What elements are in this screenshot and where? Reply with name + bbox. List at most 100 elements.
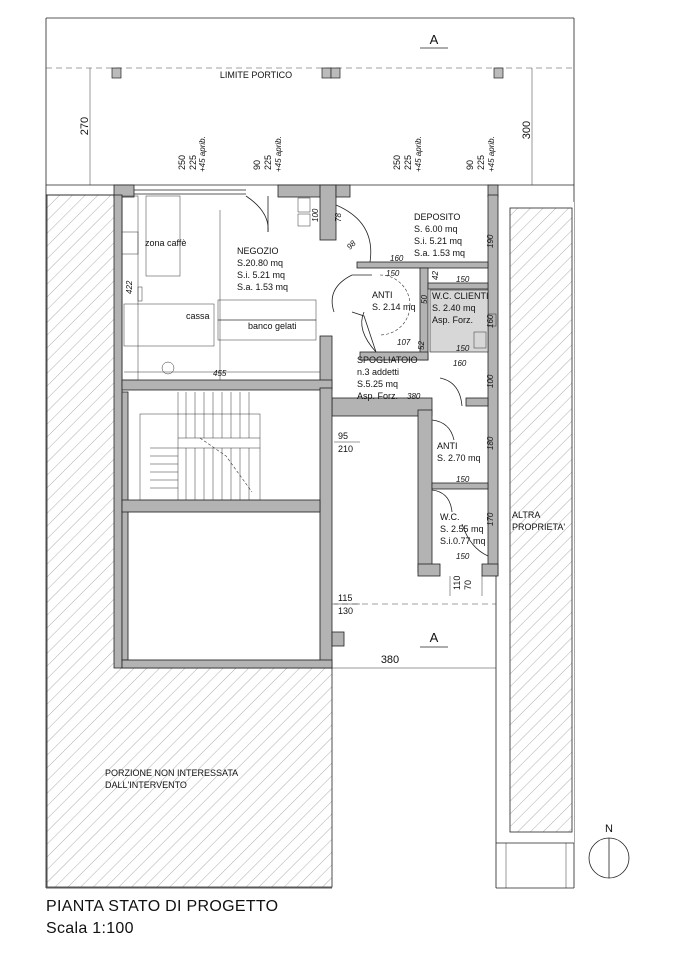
- svg-text:210: 210: [338, 444, 353, 454]
- svg-text:S.5.25 mq: S.5.25 mq: [357, 379, 398, 389]
- svg-text:ANTI: ANTI: [372, 290, 393, 300]
- svg-text:S.i. 5.21 mq: S.i. 5.21 mq: [414, 236, 462, 246]
- dimension-270: 270: [79, 68, 91, 185]
- svg-text:78: 78: [334, 213, 343, 222]
- svg-text:52: 52: [417, 341, 426, 350]
- svg-text:+45 aprib.: +45 aprib.: [198, 136, 207, 172]
- svg-text:225: 225: [403, 155, 413, 170]
- drawing-scale: Scala 1:100: [46, 920, 134, 937]
- facade-opening-dims: 250 225 +45 aprib. 90 225 +45 aprib. 250…: [177, 136, 496, 172]
- label-anti-2: ANTI S. 2.70 mq: [437, 441, 481, 463]
- dimension-380-bottom: 380: [332, 654, 496, 669]
- svg-text:+45 aprib.: +45 aprib.: [274, 136, 283, 172]
- svg-text:380: 380: [381, 654, 399, 666]
- label-anti-1: ANTI S. 2.14 mq: [372, 290, 416, 312]
- svg-text:PROPRIETA': PROPRIETA': [512, 522, 565, 532]
- north-arrow: N: [588, 823, 630, 879]
- label-porzione: PORZIONE NON INTERESSATA DALL'INTERVENTO: [105, 768, 238, 790]
- svg-text:160: 160: [453, 359, 467, 368]
- label-zona-caffe: zona caffè: [145, 238, 186, 248]
- svg-text:380: 380: [407, 392, 421, 401]
- lower-room: [127, 511, 321, 661]
- svg-text:NEGOZIO: NEGOZIO: [237, 246, 279, 256]
- svg-text:300: 300: [521, 121, 533, 139]
- svg-text:S.i. 5.21 mq: S.i. 5.21 mq: [237, 270, 285, 280]
- label-banco-gelati: banco gelati: [248, 321, 297, 331]
- svg-text:S.i.0.77 mq: S.i.0.77 mq: [440, 536, 486, 546]
- svg-text:W.C.: W.C.: [440, 512, 460, 522]
- svg-text:W.C. CLIENTI: W.C. CLIENTI: [432, 291, 489, 301]
- svg-text:110: 110: [452, 576, 462, 590]
- hatched-area-right: [495, 202, 574, 888]
- svg-text:ALTRA: ALTRA: [512, 510, 540, 520]
- svg-text:160: 160: [486, 314, 495, 328]
- staircase: [139, 392, 261, 501]
- svg-text:190: 190: [486, 234, 495, 248]
- svg-text:100: 100: [311, 208, 320, 222]
- section-marker-bottom: A: [430, 630, 439, 645]
- svg-text:180: 180: [486, 436, 495, 450]
- svg-text:n.3 addetti: n.3 addetti: [357, 367, 399, 377]
- label-wc: W.C. S. 2.55 mq S.i.0.77 mq: [440, 512, 486, 546]
- svg-text:225: 225: [263, 155, 273, 170]
- portico-label: LIMITE PORTICO: [220, 70, 292, 80]
- shop-furniture: [121, 195, 320, 381]
- sanitary-fixtures: [297, 197, 497, 353]
- svg-text:90: 90: [465, 160, 475, 170]
- svg-text:150: 150: [456, 475, 470, 484]
- svg-text:S. 2.14 mq: S. 2.14 mq: [372, 302, 416, 312]
- label-cassa: cassa: [186, 311, 210, 321]
- svg-text:225: 225: [188, 155, 198, 170]
- corridor-dims: 95 210 115 130: [334, 431, 360, 616]
- label-altra-proprieta: ALTRA PROPRIETA': [512, 510, 565, 532]
- walls: [113, 184, 499, 669]
- svg-text:150: 150: [386, 269, 400, 278]
- drawing-title: PIANTA STATO DI PROGETTO: [46, 898, 279, 915]
- svg-text:S.a. 1.53 mq: S.a. 1.53 mq: [237, 282, 288, 292]
- svg-text:S. 6.00 mq: S. 6.00 mq: [414, 224, 458, 234]
- dimension-300: 300: [521, 68, 533, 185]
- svg-text:150: 150: [456, 344, 470, 353]
- svg-text:DEPOSITO: DEPOSITO: [414, 212, 460, 222]
- svg-text:50: 50: [420, 295, 429, 304]
- svg-text:Asp. Forz.: Asp. Forz.: [357, 391, 398, 401]
- section-line-a: A: [332, 603, 496, 648]
- north-label: N: [605, 823, 613, 835]
- svg-text:ANTI: ANTI: [437, 441, 458, 451]
- svg-text:90: 90: [252, 160, 262, 170]
- svg-text:150: 150: [456, 275, 470, 284]
- svg-text:130: 130: [338, 606, 353, 616]
- svg-text:S. 2.70 mq: S. 2.70 mq: [437, 453, 481, 463]
- svg-text:115: 115: [338, 593, 352, 603]
- svg-text:250: 250: [177, 155, 187, 170]
- svg-text:S.20.80 mq: S.20.80 mq: [237, 258, 283, 268]
- label-spogliatoio: SPOGLIATOIO n.3 addetti S.5.25 mq Asp. F…: [357, 355, 418, 401]
- label-negozio: NEGOZIO S.20.80 mq S.i. 5.21 mq S.a. 1.5…: [237, 246, 288, 292]
- svg-text:160: 160: [390, 254, 404, 263]
- label-wc-clienti: W.C. CLIENTI S. 2.40 mq Asp. Forz.: [432, 291, 489, 325]
- internal-dims: 100 78 98 190 160 150 150 42 50 160 150 …: [125, 208, 495, 596]
- svg-text:107: 107: [397, 338, 411, 347]
- svg-text:DALL'INTERVENTO: DALL'INTERVENTO: [105, 780, 187, 790]
- svg-text:S. 2.40 mq: S. 2.40 mq: [432, 303, 476, 313]
- svg-text:+45 aprib.: +45 aprib.: [414, 136, 423, 172]
- svg-text:S. 2.55 mq: S. 2.55 mq: [440, 524, 484, 534]
- svg-text:+45 aprib.: +45 aprib.: [487, 136, 496, 172]
- svg-text:S.a. 1.53 mq: S.a. 1.53 mq: [414, 248, 465, 258]
- svg-text:422: 422: [125, 280, 134, 294]
- portico-limit: LIMITE PORTICO: [46, 67, 574, 80]
- section-marker-top: A: [420, 32, 448, 49]
- svg-text:170: 170: [486, 512, 495, 526]
- svg-text:PORZIONE NON INTERESSATA: PORZIONE NON INTERESSATA: [105, 768, 238, 778]
- svg-text:98: 98: [345, 238, 358, 251]
- section-marker-label: A: [430, 32, 439, 47]
- svg-text:270: 270: [79, 117, 91, 135]
- label-deposito: DEPOSITO S. 6.00 mq S.i. 5.21 mq S.a. 1.…: [414, 212, 465, 258]
- svg-text:Asp. Forz.: Asp. Forz.: [432, 315, 473, 325]
- svg-text:455: 455: [213, 369, 227, 378]
- svg-text:100: 100: [486, 374, 495, 388]
- svg-text:70: 70: [463, 580, 473, 590]
- svg-text:150: 150: [456, 552, 470, 561]
- svg-text:250: 250: [392, 155, 402, 170]
